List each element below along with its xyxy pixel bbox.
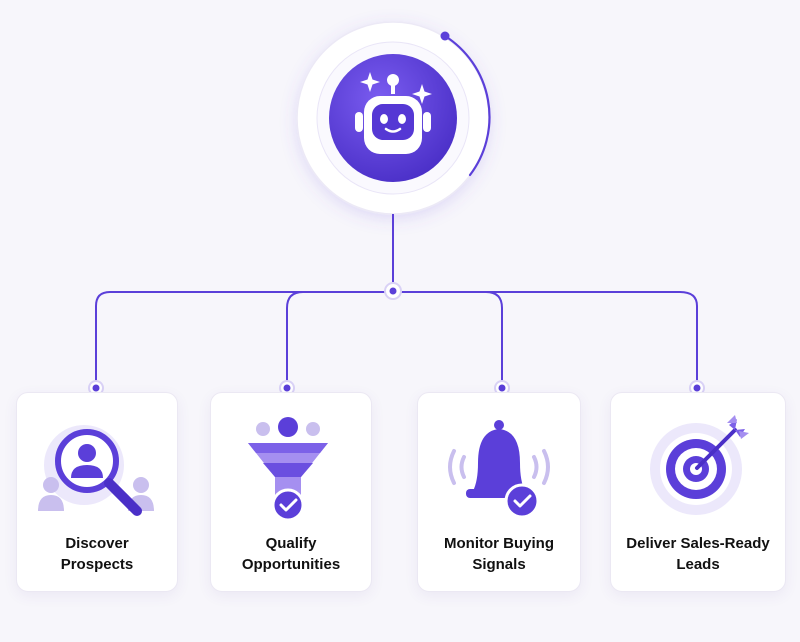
robot-icon — [355, 74, 431, 154]
funnel-check-icon — [211, 411, 371, 531]
card-title-line1: Qualify — [265, 535, 317, 552]
card-title-line2: Leads — [676, 556, 720, 573]
bell-check-icon — [418, 411, 580, 531]
sparkle-icon — [360, 72, 432, 104]
card-title-line1: Monitor Buying — [444, 535, 554, 552]
card-title-line2: Prospects — [60, 556, 134, 573]
card-discover-prospects: Discover Prospects — [16, 392, 178, 592]
junction-dots — [88, 282, 705, 396]
card-title-line1: Deliver Sales-Ready — [626, 535, 770, 552]
card-title-line2: Signals — [472, 556, 526, 573]
connector-lines — [95, 214, 698, 388]
hub-orbit-dot — [440, 31, 450, 41]
card-deliver-sales-ready-leads: Deliver Sales-Ready Leads — [610, 392, 786, 592]
magnifier-person-icon — [17, 411, 177, 531]
card-title-line1: Discover — [65, 535, 129, 552]
card-title-line2: Opportunities — [241, 556, 341, 573]
target-arrow-icon — [611, 411, 785, 531]
card-monitor-buying-signals: Monitor Buying Signals — [417, 392, 581, 592]
card-qualify-opportunities: Qualify Opportunities — [210, 392, 372, 592]
hub — [296, 21, 491, 215]
hub-orbit-arc — [443, 34, 491, 177]
